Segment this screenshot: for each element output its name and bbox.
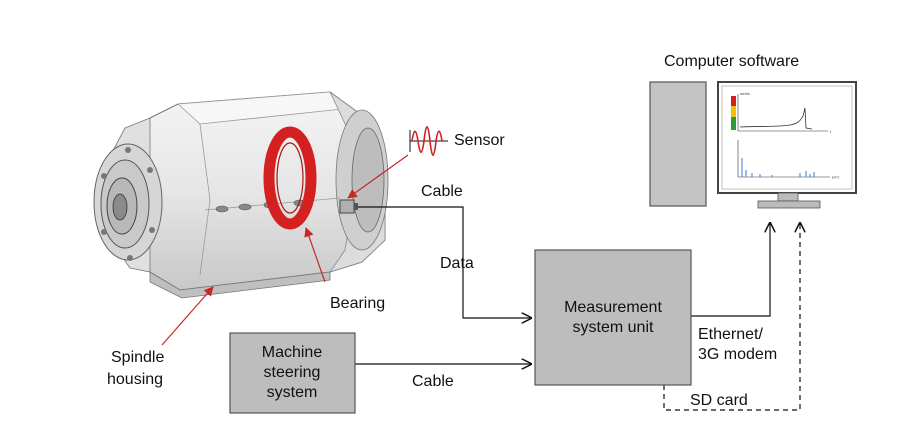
screen-fft-label: FFT [832, 175, 840, 180]
bearing-label: Bearing [330, 295, 385, 312]
computer-monitor: mm/s t FFT [717, 81, 857, 209]
computer-tower [649, 81, 707, 207]
cable-bottom-label: Cable [412, 373, 454, 390]
measurement-label-line1: Measurement [564, 299, 662, 316]
bearing-pointer-arrow [304, 227, 326, 283]
cable-top-label: Cable [421, 183, 463, 200]
data-label: Data [440, 255, 474, 272]
spindle-housing-illustration [93, 91, 389, 299]
data-cable-connector [358, 206, 531, 318]
sensor-label: Sensor [454, 132, 505, 149]
screen-y-unit: mm/s [740, 91, 750, 96]
machine-steering-system: Machine steering system [229, 332, 356, 414]
sensor-block [339, 199, 358, 214]
computer-software-label: Computer software [664, 53, 799, 70]
spindle-label-line2: housing [107, 371, 163, 388]
sensor-wave-icon [409, 125, 448, 157]
ethernet-label-line1: Ethernet/ [698, 326, 763, 343]
measurement-label-line2: system unit [573, 319, 654, 336]
machine-label-line2: steering [264, 364, 321, 381]
machine-label-line1: Machine [262, 344, 323, 361]
spindle-pointer-arrow [161, 286, 214, 346]
sd-card-connector [663, 223, 800, 411]
bearing-ring [263, 126, 317, 230]
measurement-system-unit: Measurement system unit [534, 249, 692, 386]
ethernet-label-line2: 3G modem [698, 346, 777, 363]
fft-spectrum-plot: FFT [737, 140, 840, 180]
machine-label-line3: system [267, 384, 318, 401]
spindle-label-line1: Spindle [111, 349, 164, 366]
vibration-trend-plot: mm/s t [731, 91, 832, 134]
ethernet-connector [691, 223, 770, 317]
screen-t-label: t [830, 129, 832, 134]
sd-card-label: SD card [690, 392, 748, 409]
sensor-pointer-arrow [347, 154, 409, 199]
